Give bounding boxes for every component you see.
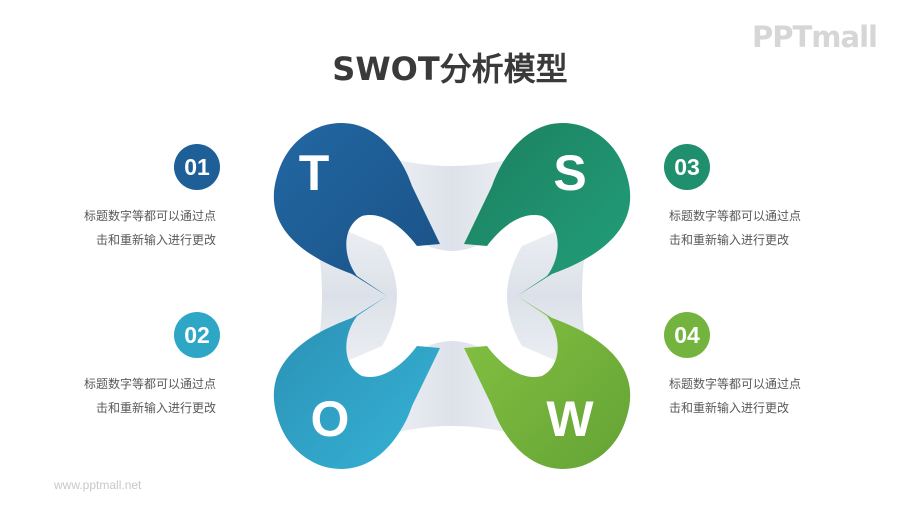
item-03-badge: 03 <box>664 144 710 190</box>
item-01-line1: 标题数字等都可以通过点 <box>83 209 216 223</box>
letter-w: W <box>546 391 594 447</box>
item-03-line2: 击和重新输入进行更改 <box>669 233 790 247</box>
item-02-line2: 击和重新输入进行更改 <box>95 401 216 415</box>
petal-weaknesses: W <box>464 296 631 469</box>
item-04-line1: 标题数字等都可以通过点 <box>669 377 802 391</box>
brand-logo: PPTmall <box>752 20 878 54</box>
petal-strengths: S <box>464 123 631 296</box>
letter-s: S <box>553 145 586 201</box>
item-02-badge: 02 <box>174 312 220 358</box>
letter-t: T <box>299 145 330 201</box>
item-03-desc: 标题数字等都可以通过点 击和重新输入进行更改 <box>669 204 801 252</box>
item-04-badge: 04 <box>664 312 710 358</box>
letter-o: O <box>311 391 350 447</box>
petal-opportunities: O <box>273 296 440 469</box>
item-01-line2: 击和重新输入进行更改 <box>95 233 216 247</box>
page-title: SWOT分析模型 <box>332 50 568 88</box>
swot-diagram: T S O W <box>262 116 642 476</box>
item-01-desc: 标题数字等都可以通过点 击和重新输入进行更改 <box>84 204 216 252</box>
item-04-line2: 击和重新输入进行更改 <box>669 401 790 415</box>
item-01-badge: 01 <box>174 144 220 190</box>
item-03-line1: 标题数字等都可以通过点 <box>669 209 802 223</box>
item-02-desc: 标题数字等都可以通过点 击和重新输入进行更改 <box>84 372 216 420</box>
footer-url: www.pptmall.net <box>54 478 142 492</box>
item-02-line1: 标题数字等都可以通过点 <box>83 377 216 391</box>
petal-threats: T <box>273 123 440 296</box>
item-04-desc: 标题数字等都可以通过点 击和重新输入进行更改 <box>669 372 801 420</box>
